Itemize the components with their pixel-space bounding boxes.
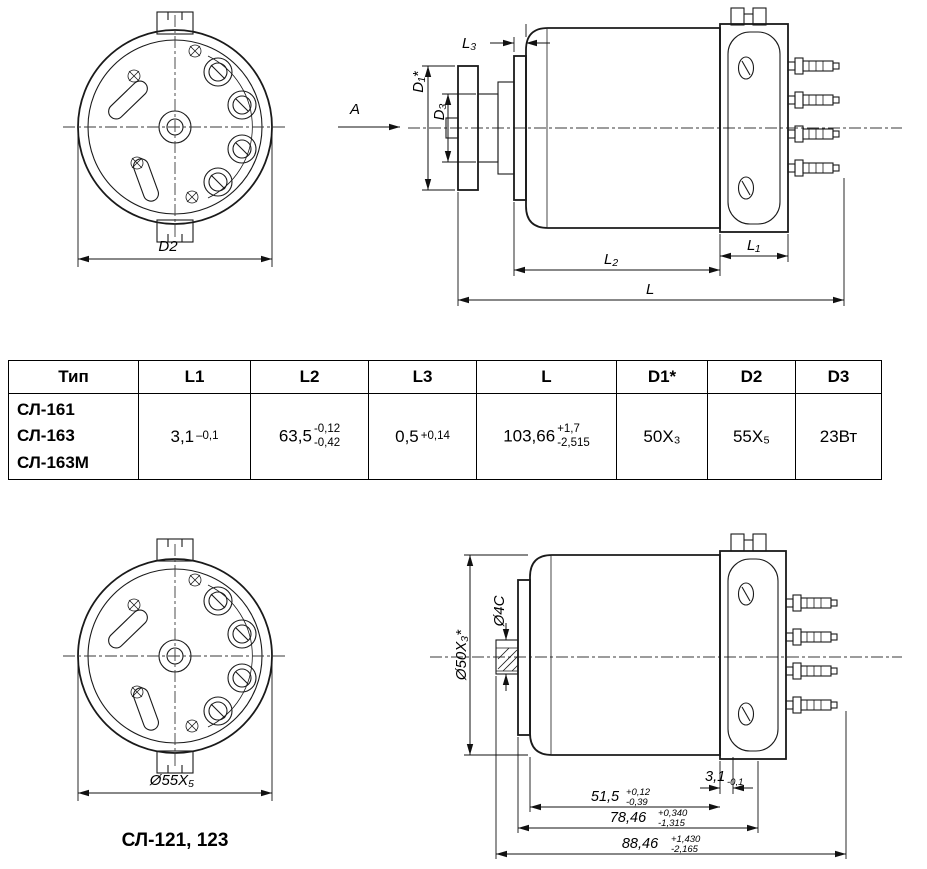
terminal-studs-top [787,57,840,177]
type-name-3: СЛ-163М [17,452,89,472]
spec-table: Тип L1 L2 L3 L D1* D2 D3 СЛ-161 СЛ-163 С… [8,360,882,480]
model-label: СЛ-121, 123 [122,830,229,851]
dim-7846-sup: +0,340 [658,808,688,819]
type-name-1: СЛ-161 [17,399,75,419]
dim-d50-label: Ø50X₃* [453,629,470,681]
dim-8846-sup: +1,430 [671,834,701,845]
screws [127,44,202,204]
dim-l1-label: L₁ [747,237,760,254]
screws [127,573,202,733]
dim-515-sub: -0,39 [626,797,648,808]
dim-8846-value: 88,46 [622,836,659,852]
brush-caps [203,57,257,197]
brush-caps [203,586,257,726]
dim-d4c-label: Ø4C [491,595,508,627]
col-header-d2: D2 [707,360,796,394]
col-header-d3: D3 [795,360,882,394]
bottom-drawing: Ø55X₅ СЛ-121, 123 [63,533,902,859]
col-header-l3: L3 [368,360,477,394]
dim-d1-label: D₁* [410,70,427,93]
cell-d3: 23Вт [795,393,882,480]
dim-515-value: 51,5 [591,789,620,805]
col-header-l1: L1 [138,360,251,394]
motor-front-view-bottom: Ø55X₅ СЛ-121, 123 [63,538,287,851]
motor-side-view-bottom: Ø50X₃* Ø4C 3,1 -0,1 51,5 +0,12 -0,39 78,… [430,533,902,859]
cell-d2: 55X₅ [707,393,796,480]
table-data-row: СЛ-161 СЛ-163 СЛ-163М 3,1–0,1 63,5-0,12-… [8,393,882,480]
table-header-row: Тип L1 L2 L3 L D1* D2 D3 [8,360,882,394]
dim-31-value: 3,1 [705,769,725,785]
col-header-type: Тип [8,360,139,394]
dim-d55-label: Ø55X₅ [149,772,194,789]
type-name-2: СЛ-163 [17,426,75,446]
dim-7846-sub: -1,315 [658,818,686,829]
col-header-l2: L2 [250,360,369,394]
col-header-l: L [476,360,617,394]
col-header-d1: D1* [616,360,708,394]
dim-l2-label: L₂ [604,251,618,268]
cell-l2: 63,5-0,12-0,42 [250,393,369,480]
dim-d2-label: D2 [158,238,178,255]
terminal-studs-bottom [785,594,838,714]
dim-8846-sub: -2,165 [671,844,699,855]
dim-31-sub: -0,1 [727,777,743,788]
view-a-label: А [349,101,360,118]
dim-7846-value: 78,46 [610,810,647,826]
motor-side-view-top: L₃ А D₁* D₃ L₁ L₂ [338,7,902,306]
top-drawing: D2 [63,7,902,306]
dim-d3-label: D₃ [431,104,448,121]
cell-type: СЛ-161 СЛ-163 СЛ-163М [8,393,139,480]
cell-l3: 0,5+0,14 [368,393,477,480]
key-hatch [497,647,519,672]
dim-l-label: L [646,281,654,298]
dim-l3-label: L₃ [462,35,476,52]
dim-515-sup: +0,12 [626,787,651,798]
cell-l: 103,66+1,7-2,515 [476,393,617,480]
motor-front-view-top: D2 [63,11,287,267]
cell-d1: 50X₃ [616,393,708,480]
cell-l1: 3,1–0,1 [138,393,251,480]
